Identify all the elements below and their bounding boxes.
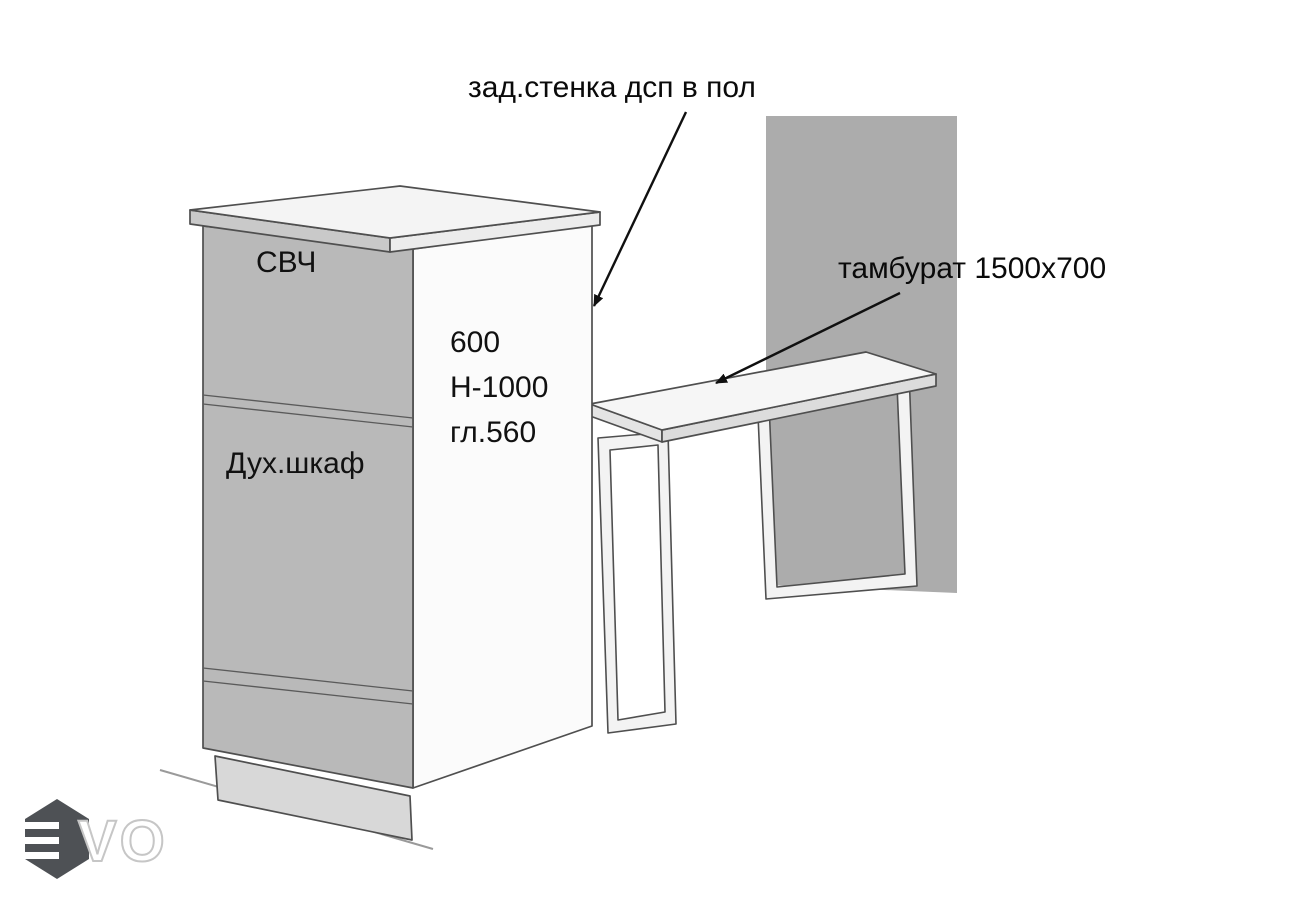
cabinet-lower-label: Дух.шкаф <box>226 447 365 480</box>
table-arrow <box>715 291 901 385</box>
back-panel-note: зад.стенка дсп в пол <box>468 71 756 104</box>
cabinet-side-face <box>412 223 593 789</box>
evo-logo-stripe <box>25 837 59 844</box>
cabinet-division-lower <box>202 667 414 705</box>
evo-logo-stripe <box>25 822 59 829</box>
dimension-depth: гл.560 <box>450 416 536 449</box>
dimension-height: Н-1000 <box>450 371 548 404</box>
evo-logo-stripe <box>25 852 59 859</box>
cabinet-division-upper <box>202 394 414 428</box>
cabinet-top-surface <box>189 185 601 239</box>
table-note: тамбурат 1500x700 <box>838 252 1106 285</box>
evo-watermark: VO <box>25 799 168 879</box>
back-panel-arrow <box>592 111 688 307</box>
cabinet-upper-label: СВЧ <box>256 246 316 279</box>
dimension-width: 600 <box>450 326 500 359</box>
evo-watermark-text: VO <box>78 809 168 874</box>
tabletop-surface <box>589 351 937 431</box>
cabinet-plinth <box>214 755 413 841</box>
cabinet-front-face <box>202 225 414 789</box>
table-leg-left <box>597 431 677 734</box>
